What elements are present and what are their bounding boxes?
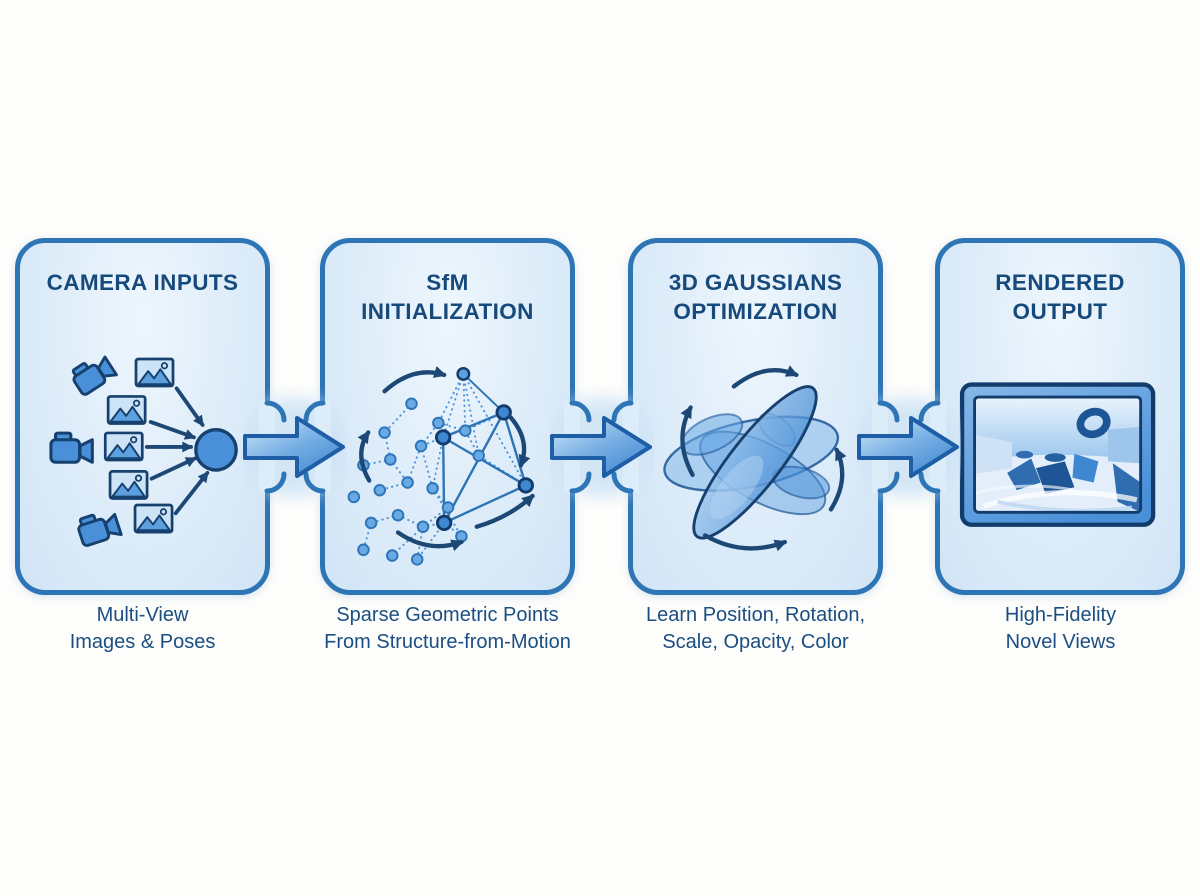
- border-notch-curl: [877, 400, 941, 494]
- caption-line: Scale, Opacity, Color: [662, 630, 849, 653]
- border-notch-curl: [264, 400, 326, 494]
- sparse-point-cloud-illustration: [347, 366, 535, 566]
- title-line: INITIALIZATION: [361, 299, 534, 324]
- caption-line: Sparse Geometric Points: [336, 604, 559, 626]
- graph-anchor-nodes: [435, 366, 534, 532]
- caption-3d-gaussians: Learn Position, Rotation, Scale, Opacity,…: [608, 602, 903, 655]
- caption-line: Images & Poses: [69, 630, 216, 653]
- title-line: CAMERA INPUTS: [46, 270, 239, 295]
- panel-title-rendered-output: RENDERED OUTPUT: [940, 243, 1180, 326]
- flow-arrow-2: [550, 397, 654, 497]
- caption-line: Novel Views: [1005, 630, 1116, 653]
- gaussian-ellipsoid: [710, 455, 764, 520]
- flow-arrow-3: [857, 397, 961, 497]
- caption-line: From Structure-from-Motion: [324, 630, 571, 653]
- title-line: RENDERED: [995, 270, 1125, 295]
- panel-3d-gaussians-optimization: 3D GAUSSIANS OPTIMIZATION: [628, 238, 883, 595]
- video-camera-icon: [74, 506, 123, 549]
- gaussian-ellipsoids-illustration: [663, 365, 847, 552]
- title-line: OPTIMIZATION: [673, 299, 838, 324]
- gaussian-ellipsoid-cluster: [663, 385, 840, 540]
- rotation-arrow-icon: [357, 366, 535, 552]
- panel-camera-inputs: CAMERA INPUTS: [15, 238, 270, 595]
- right-arrow-icon: [243, 416, 345, 478]
- photo-image-icon: [133, 503, 174, 534]
- torus-object: [1076, 407, 1111, 439]
- title-line: OUTPUT: [1012, 299, 1108, 324]
- graph-solid-edges: [441, 372, 528, 525]
- monitor-rendered-scene-illustration: [959, 382, 1156, 527]
- border-notch-curl: [569, 400, 634, 494]
- title-line: 3D GAUSSIANS: [668, 270, 843, 295]
- panel-sfm-initialization: SfM INITIALIZATION: [320, 238, 575, 595]
- caption-line: High-Fidelity: [1004, 604, 1117, 626]
- video-camera-icon: [67, 350, 118, 398]
- scene-point-circle: [194, 427, 238, 472]
- rotation-arrow-icon: [680, 365, 847, 552]
- rendered-3d-scene: [974, 397, 1141, 513]
- photo-image-icon: [134, 357, 175, 388]
- monitor-screen-bezel: [973, 395, 1143, 514]
- caption-line: Learn Position, Rotation,: [645, 604, 866, 626]
- photo-image-icon: [108, 470, 149, 500]
- flow-arrow-1: [243, 397, 347, 497]
- right-arrow-icon: [857, 416, 959, 478]
- caption-line: Multi-View: [96, 604, 189, 626]
- multi-view-capture-illustration: [49, 350, 238, 549]
- video-camera-icon: [49, 431, 94, 464]
- photo-image-icon: [106, 395, 147, 425]
- title-line: SfM: [426, 270, 469, 295]
- point-cloud-dots: [347, 397, 485, 566]
- panel-title-3d-gaussians: 3D GAUSSIANS OPTIMIZATION: [633, 243, 878, 326]
- photo-image-icon: [103, 431, 144, 462]
- panel-rendered-output: RENDERED OUTPUT: [935, 238, 1185, 595]
- gaussian-ellipsoid: [692, 385, 818, 540]
- right-arrow-icon: [550, 416, 652, 478]
- convergence-arrow-icon: [144, 386, 210, 516]
- panel-title-camera-inputs: CAMERA INPUTS: [20, 243, 265, 297]
- panel-title-sfm-initialization: SfM INITIALIZATION: [325, 243, 570, 326]
